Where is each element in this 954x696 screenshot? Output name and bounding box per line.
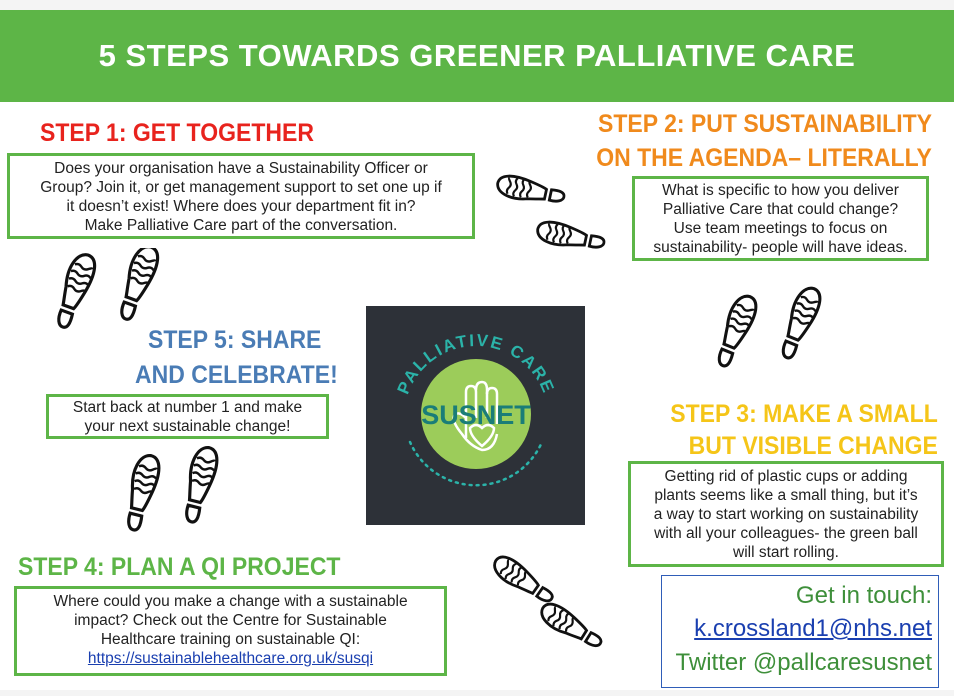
footprints-icon	[709, 286, 826, 372]
step3-heading-line2: BUT VISIBLE CHANGE	[688, 432, 938, 460]
contact-title: Get in touch:	[795, 582, 932, 609]
step5-heading-line1: STEP 5: SHARE	[148, 326, 322, 354]
step4-line2: impact? Check out the Centre for Sustain…	[74, 612, 387, 629]
step2-line4: sustainability- people will have ideas.	[653, 239, 908, 256]
step5-line2: your next sustainable change!	[84, 418, 291, 435]
contact-box: Get in touch: k.crossland1@nhs.net Twitt…	[661, 575, 939, 688]
step3-line3: a way to start working on sustainability	[653, 506, 919, 523]
poster-title: 5 STEPS TOWARDS GREENER PALLIATIVE CARE	[98, 38, 856, 73]
step5-line1: Start back at number 1 and make	[72, 399, 303, 416]
step1-line4: Make Palliative Care part of the convers…	[84, 217, 398, 234]
step2-line3: Use team meetings to focus on	[673, 220, 888, 237]
footprints-icon	[48, 248, 164, 333]
contact-email-link[interactable]: k.crossland1@nhs.net	[694, 615, 932, 642]
title-banner: 5 STEPS TOWARDS GREENER PALLIATIVE CARE	[0, 10, 954, 102]
step4-heading: STEP 4: PLAN A QI PROJECT	[18, 553, 341, 581]
step3-line4: with all your colleagues- the green ball	[654, 525, 918, 542]
contact-twitter[interactable]: Twitter @pallcaresusnet	[675, 649, 932, 676]
step2-heading-line1: STEP 2: PUT SUSTAINABILITY	[598, 110, 932, 138]
step4-line3: Healthcare training on sustainable QI:	[100, 631, 361, 648]
footprints-icon	[119, 443, 222, 535]
susnet-logo: PALLIATIVE CARE SUSNET	[366, 306, 585, 525]
susqi-link[interactable]: https://sustainablehealthcare.org.uk/sus…	[87, 650, 374, 667]
hand-icon	[452, 380, 499, 452]
step3-line2: plants seems like a small thing, but it’…	[654, 487, 918, 504]
step2-line1: What is specific to how you deliver	[662, 182, 899, 199]
footprints-icon	[494, 171, 608, 256]
step3-box: Getting rid of plastic cups or adding pl…	[628, 461, 944, 567]
step3-line1: Getting rid of plastic cups or adding	[664, 468, 908, 485]
step3-heading-line1: STEP 3: MAKE A SMALL	[670, 400, 938, 428]
step3-line5: will start rolling.	[733, 544, 839, 561]
step4-line1: Where could you make a change with a sus…	[53, 593, 408, 610]
step1-line3: it doesn’t exist! Where does your depart…	[66, 198, 416, 215]
step1-heading: STEP 1: GET TOGETHER	[40, 119, 314, 147]
logo-graphic: PALLIATIVE CARE SUSNET	[394, 331, 556, 487]
step1-box: Does your organisation have a Sustainabi…	[7, 153, 475, 239]
step1-line1: Does your organisation have a Sustainabi…	[54, 160, 428, 177]
logo-dotted-arc	[408, 440, 544, 487]
step2-box: What is specific to how you deliver Pall…	[632, 176, 929, 261]
step2-line2: Palliative Care that could change?	[662, 201, 899, 218]
poster: 5 STEPS TOWARDS GREENER PALLIATIVE CARE …	[0, 10, 954, 690]
step4-box: Where could you make a change with a sus…	[14, 586, 447, 676]
step1-line2: Group? Join it, or get management suppor…	[40, 179, 442, 196]
step5-box: Start back at number 1 and make your nex…	[46, 394, 329, 439]
logo-name: SUSNET	[421, 400, 531, 430]
footprints-icon	[488, 550, 607, 655]
step5-heading-line2: AND CELEBRATE!	[135, 361, 338, 389]
step2-heading-line2: ON THE AGENDA– LITERALLY	[596, 144, 932, 172]
